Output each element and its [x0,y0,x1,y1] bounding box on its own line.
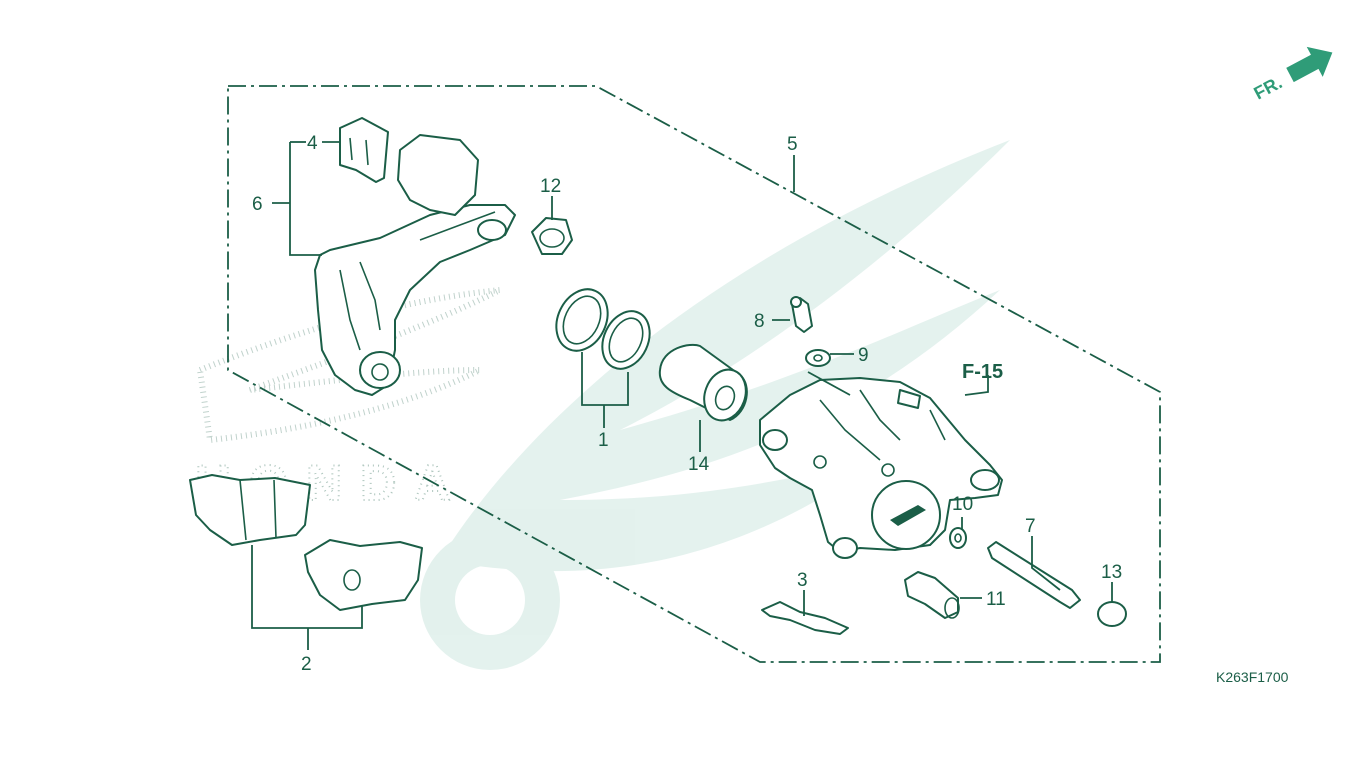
callout-14: 14 [688,454,710,475]
dotted-wing-watermark [196,287,502,444]
callout-9: 9 [858,345,869,366]
callout-6: 6 [252,194,263,215]
callout-12: 12 [540,176,561,197]
part-8-bleeder [790,296,813,333]
part-9-cap [805,349,831,367]
callout-5: 5 [787,134,798,155]
callout-8: 8 [754,311,765,332]
watermark-gear [420,530,560,670]
callout-7: 7 [1025,516,1036,537]
part-10-washer [949,527,967,549]
part-5-caliper-body [759,377,1003,559]
front-label: FR. [1250,72,1285,103]
part-1-piston-seals [555,288,651,370]
caliper-logo-mark [890,505,926,526]
callout-3: 3 [797,570,808,591]
callout-11: 11 [986,589,1006,610]
front-direction-indicator: FR. [1250,46,1333,103]
diagram-code: K263F1700 [1216,669,1289,685]
part-2-brake-pads [189,474,423,611]
part-6-caliper-bracket [314,134,516,396]
front-arrow-icon [1286,46,1333,83]
callout-2: 2 [301,654,312,675]
part-14-piston [658,343,748,422]
part-12-boot [531,217,573,255]
part-13-plug [1097,601,1127,627]
part-3-clip [761,601,849,635]
callout-4: 4 [307,133,318,154]
leader-lines [251,141,1113,650]
callouts: 4 6 12 1 14 5 8 9 F-15 10 7 11 13 3 2 [252,133,1122,675]
assembly-boundary [227,85,1161,663]
callout-13: 13 [1101,562,1122,583]
part-11-bolt [904,571,960,619]
callout-1: 1 [598,430,609,451]
part-4-pad-spring [339,117,389,183]
reference-label: F-15 [962,361,1003,383]
watermark-dotted-wing [196,287,502,444]
part-7-pin [987,541,1081,609]
callout-10: 10 [952,494,973,515]
